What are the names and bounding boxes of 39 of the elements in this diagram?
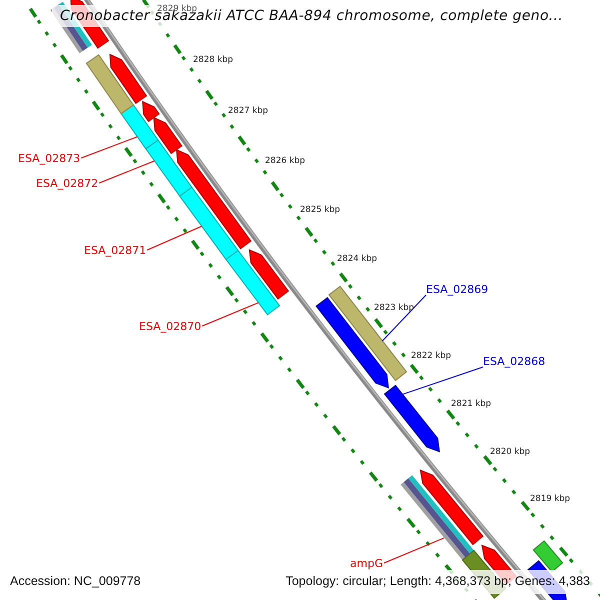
leader-line — [402, 366, 484, 395]
gene-bar — [179, 186, 239, 260]
gene-segment — [109, 54, 148, 104]
scale-label: 2819 kbp — [530, 494, 570, 505]
leader-line — [202, 302, 259, 326]
gene-label: ESA_02869 — [426, 283, 488, 296]
gene-label: ESA_02871 — [84, 244, 146, 257]
gene-segment — [248, 249, 290, 300]
scale-label: 2820 kbp — [490, 447, 530, 458]
scale-label: 2827 kbp — [228, 106, 268, 117]
gene-label: ESA_02873 — [18, 152, 80, 165]
gene-label: ampG — [350, 557, 383, 570]
gene-bar — [532, 540, 564, 572]
scale-label: 2825 kbp — [300, 205, 340, 216]
gene-segment — [153, 116, 182, 154]
scale-label: 2823 kbp — [374, 303, 414, 314]
gene-label: ESA_02872 — [36, 177, 98, 190]
gene-segment — [142, 100, 160, 122]
leader-line — [80, 136, 138, 158]
gene-bar — [120, 104, 159, 150]
gene-bar — [225, 250, 280, 316]
gene-bar — [400, 475, 474, 560]
scale-label: 2824 kbp — [337, 254, 378, 265]
gene-bar — [86, 54, 134, 114]
gene-bar — [145, 139, 192, 197]
topology-text: Topology: circular; Length: 4,368,373 bp; Genes: 4,383 — [286, 574, 590, 588]
accession-text: Accession: NC_009778 — [10, 574, 141, 588]
gene-label: ESA_02868 — [483, 355, 546, 368]
gene-segment — [420, 469, 484, 546]
gene-segment — [384, 384, 440, 452]
gene-label: ESA_02870 — [139, 320, 202, 333]
gene-segment — [176, 148, 252, 250]
leader-line — [98, 160, 155, 184]
leader-line — [146, 226, 202, 250]
scale-label: 2826 kbp — [265, 156, 306, 167]
scale-label: 2821 kbp — [451, 399, 492, 410]
scale-label: 2828 kbp — [193, 55, 234, 66]
scale-label: 2822 kbp — [411, 351, 452, 362]
leader-line — [382, 294, 426, 342]
